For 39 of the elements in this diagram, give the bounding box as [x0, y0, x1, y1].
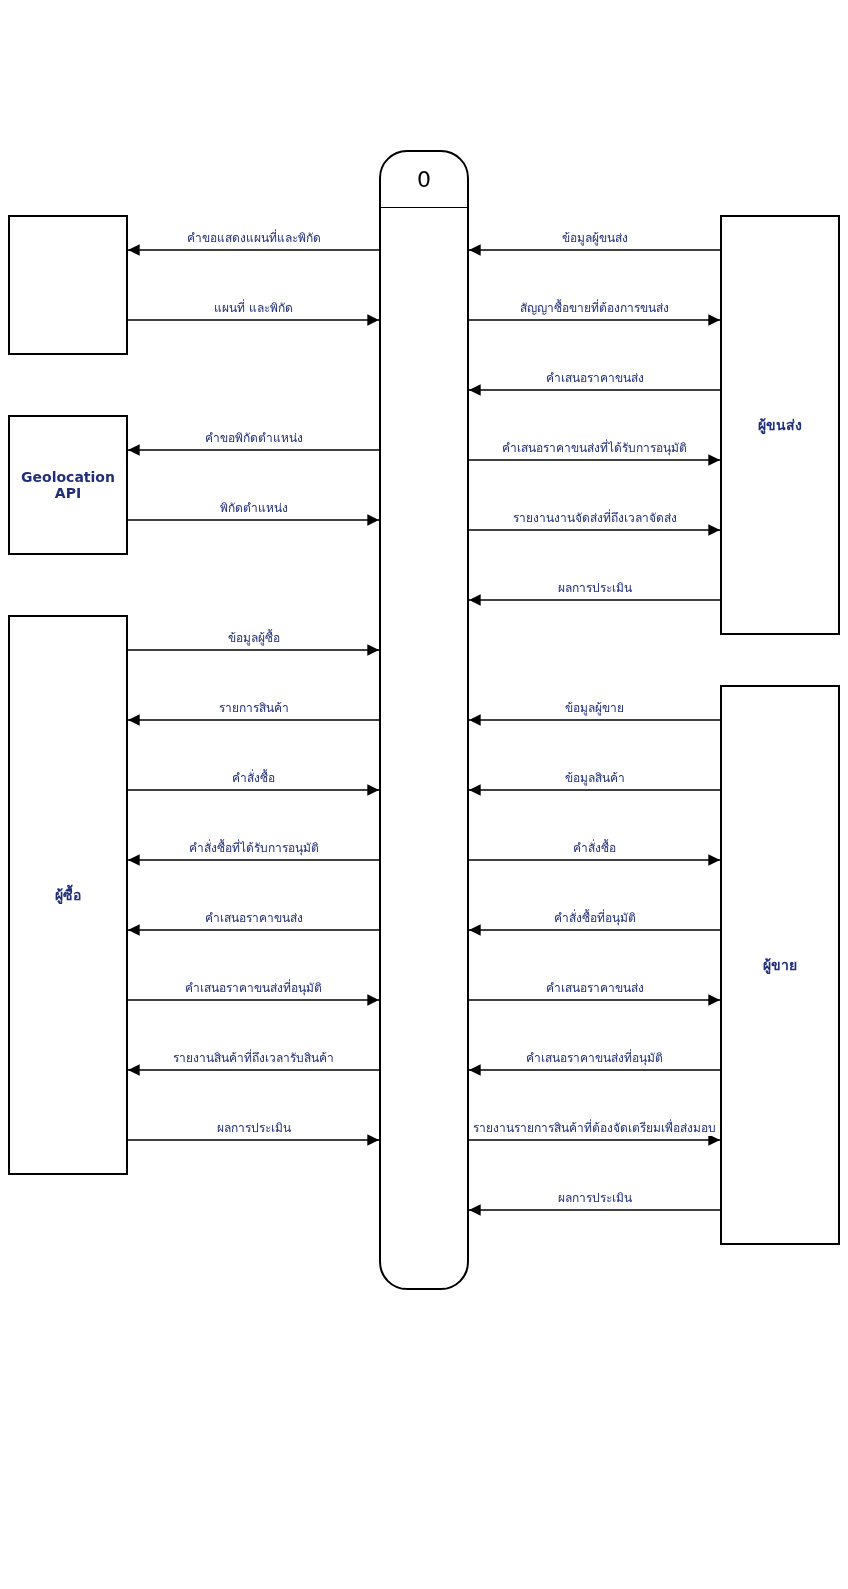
external-entity-box — [8, 415, 128, 555]
entity-name: Geolocation API — [20, 468, 116, 503]
process-box — [379, 150, 469, 1290]
arrow — [127, 994, 380, 1006]
external-entity-box — [8, 615, 128, 1175]
arrow — [127, 314, 380, 326]
arrow — [468, 1204, 721, 1216]
arrow — [127, 714, 380, 726]
external-entity-box — [720, 215, 840, 635]
entity-name: ผู้ขนส่ง — [757, 416, 803, 436]
arrow — [468, 924, 721, 936]
external-entity-box — [8, 215, 128, 355]
entity-name: ผู้ซื้อ — [51, 880, 85, 910]
arrow — [127, 244, 380, 256]
arrow — [468, 384, 721, 396]
arrow — [468, 854, 721, 866]
arrow — [468, 1064, 721, 1076]
arrow — [468, 454, 721, 466]
edge-label: ข้อมูลผู้ซื้อ — [225, 631, 283, 646]
arrow — [127, 784, 380, 796]
arrow — [468, 524, 721, 536]
arrow — [468, 314, 721, 326]
arrow — [468, 714, 721, 726]
edge-label: ข้อมูลผู้ขาย — [562, 701, 627, 716]
arrow — [127, 514, 380, 526]
arrow — [468, 594, 721, 606]
arrow — [468, 244, 721, 256]
arrow — [127, 854, 380, 866]
process-number: 0 — [416, 166, 432, 194]
arrow — [127, 644, 380, 656]
arrow — [127, 924, 380, 936]
arrow — [127, 1134, 380, 1146]
entity-name: ผู้ขาย — [762, 956, 798, 976]
arrow — [468, 784, 721, 796]
arrow — [127, 1064, 380, 1076]
arrow — [468, 1134, 721, 1146]
arrow — [127, 444, 380, 456]
arrow — [468, 994, 721, 1006]
external-entity-box — [720, 685, 840, 1245]
